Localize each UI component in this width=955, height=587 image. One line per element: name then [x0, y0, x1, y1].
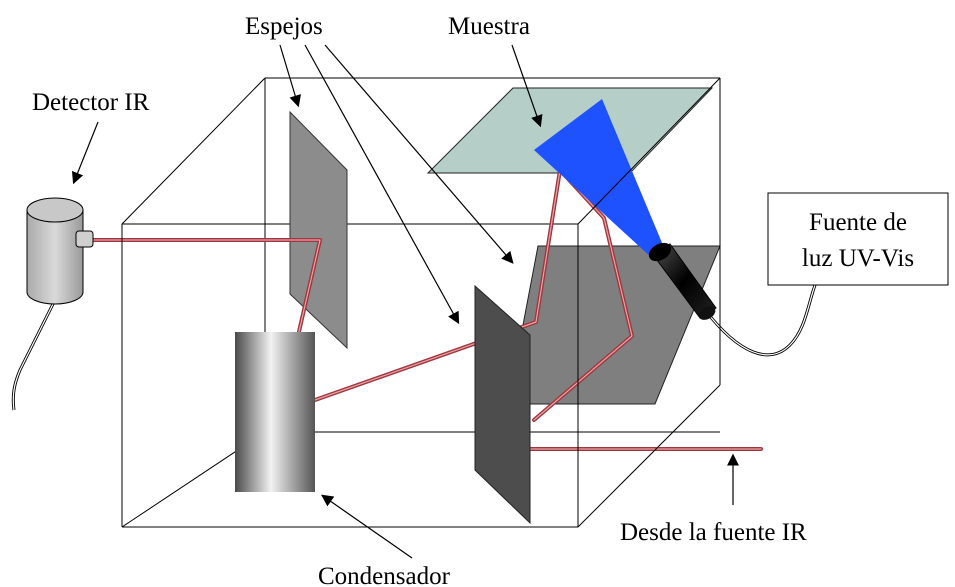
ir-detector — [11, 197, 94, 411]
label-from-ir-source: Desde la fuente IR — [620, 519, 807, 546]
detector-top — [26, 197, 84, 223]
detector-cable-inner — [12, 299, 56, 411]
detector-cable — [11, 299, 57, 411]
arrow-to-detector — [71, 121, 99, 185]
front-mirror — [474, 284, 531, 525]
uv-vis-light-cone — [534, 99, 665, 258]
arrow-to-left-mirror — [279, 44, 301, 108]
arrow-to-front-mirror — [304, 44, 460, 325]
callout-arrows — [71, 44, 739, 559]
torch-head — [648, 242, 672, 262]
uv-vis-source-label-box — [767, 192, 949, 286]
sample-compartment-box-front — [121, 77, 721, 528]
label-sample: Muestra — [448, 13, 530, 40]
label-mirrors: Espejos — [245, 13, 323, 40]
box-top-right-edge — [577, 77, 721, 225]
beam-detector-to-left-mirror-highlight — [92, 239, 321, 337]
detector-cylinder — [26, 209, 84, 305]
label-uv-vis-source-line2: luz UV-Vis — [802, 245, 914, 272]
label-uv-vis-source-line1: Fuente de — [809, 209, 907, 236]
beam-detector-to-left-mirror — [91, 238, 322, 338]
detector-window — [75, 230, 94, 248]
label-condenser: Condensador — [318, 563, 451, 587]
condenser-cylinder — [235, 332, 315, 492]
uv-vis-source-torch — [648, 242, 817, 357]
torch-cable-inner — [704, 284, 816, 356]
arrow-to-back-mirror — [324, 44, 514, 264]
torch-cable — [703, 284, 817, 357]
torch-tail — [698, 306, 716, 320]
box-bottom-right-depth-edge — [577, 384, 721, 528]
arrow-to-sample — [511, 44, 543, 128]
left-mirror — [289, 110, 348, 350]
arrow-to-condenser — [321, 494, 413, 559]
label-ir-detector: Detector IR — [32, 89, 150, 116]
box-top-left-edge — [121, 77, 266, 225]
